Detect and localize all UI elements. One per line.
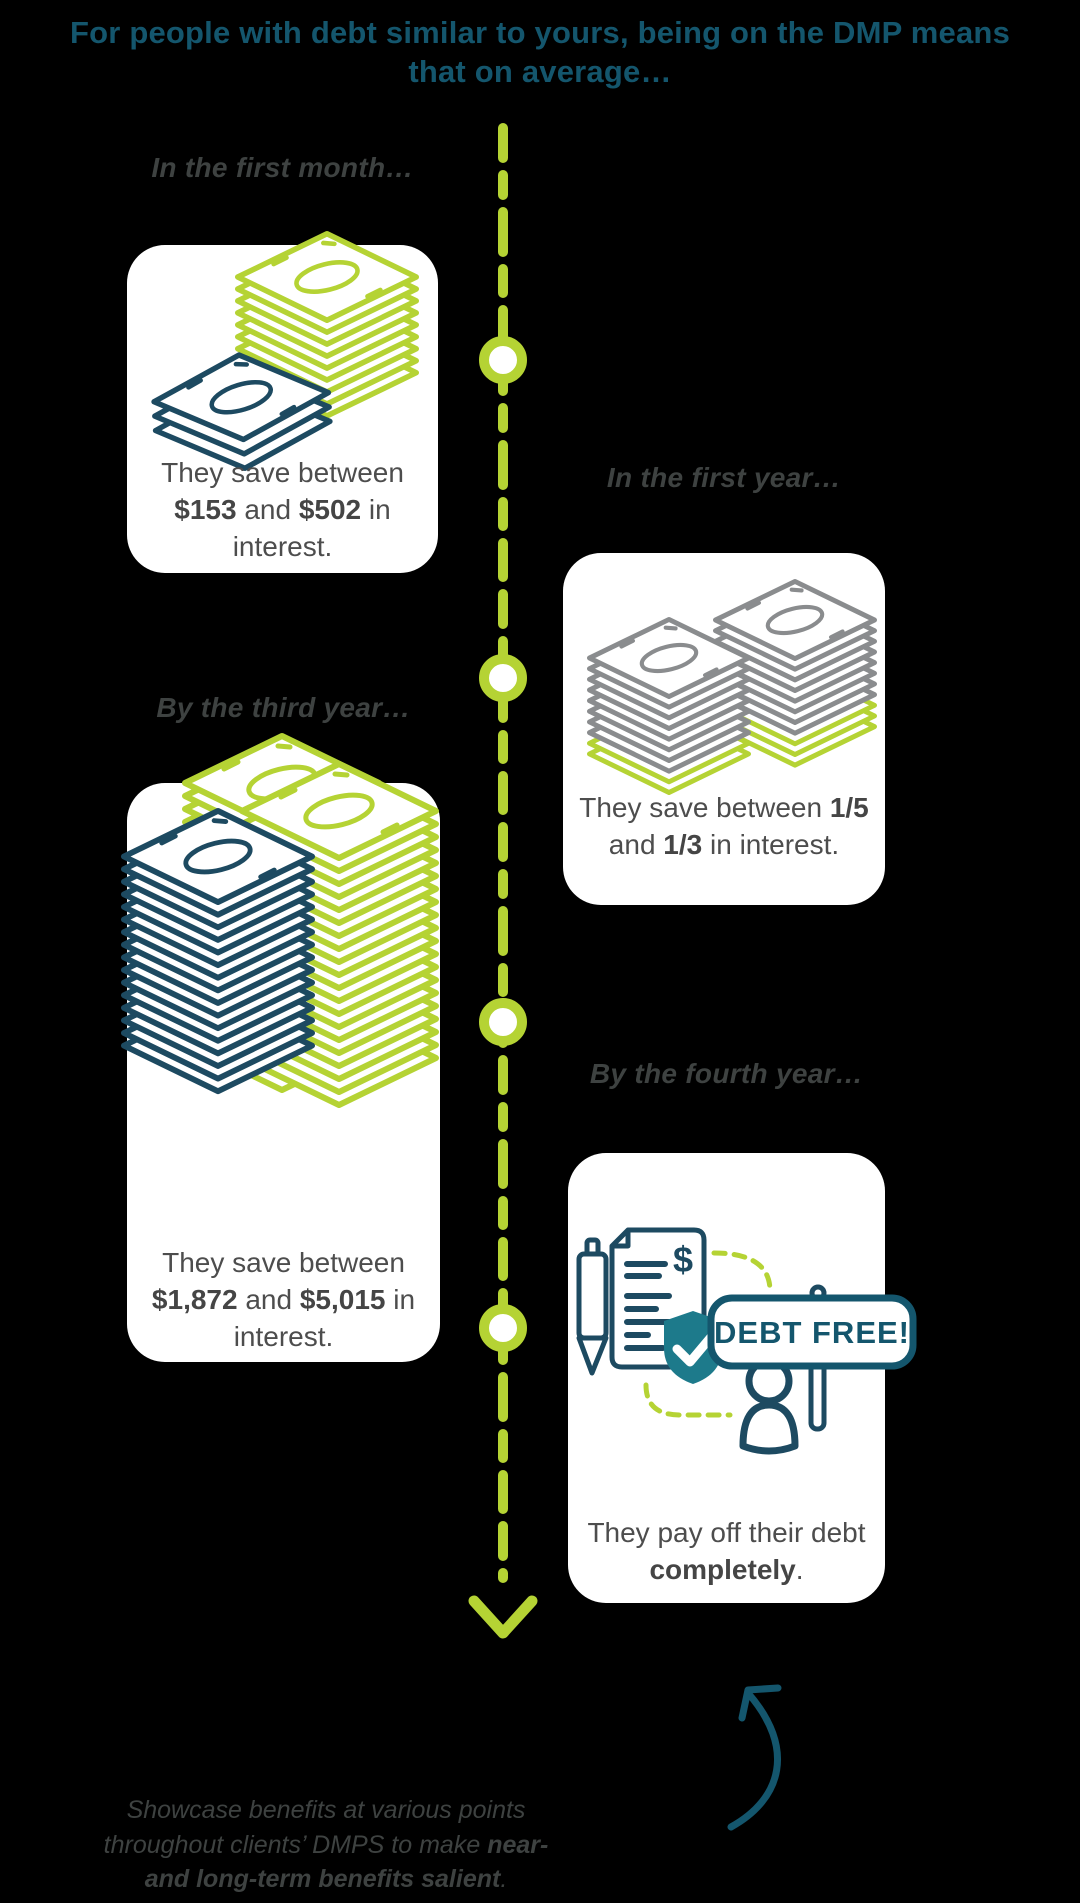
dashed-connector-icon bbox=[643, 1250, 773, 1418]
benefit-text: They save between $1,872 and $5,015 in i… bbox=[151, 1247, 416, 1352]
timeline-node-1 bbox=[479, 336, 527, 384]
benefit-text: They save between $153 and $502 in inter… bbox=[161, 457, 404, 562]
debt-free-illustration: $ DEBT FREE! bbox=[576, 1227, 917, 1455]
pen-icon bbox=[576, 1237, 609, 1376]
benefit-card-fourth-year: $ DEBT FREE! They pay bbox=[568, 1153, 917, 1603]
timeline-node-2 bbox=[479, 654, 527, 702]
benefit-card-first-year: They save between 1/5 and 1/3 in interes… bbox=[563, 553, 885, 905]
debt-free-sign: DEBT FREE! bbox=[707, 1294, 917, 1370]
person-icon bbox=[739, 1357, 799, 1455]
benefit-text: They pay off their debt completely. bbox=[587, 1517, 866, 1585]
step-label-fourth-year: By the fourth year… bbox=[589, 1058, 864, 1089]
benefit-card-first-month: They save between $153 and $502 in inter… bbox=[127, 245, 438, 573]
timeline-node-3 bbox=[479, 998, 527, 1046]
dollar-sign-icon: $ bbox=[673, 1239, 693, 1280]
curved-arrow-icon bbox=[727, 1684, 782, 1831]
step-label-first-month: In the first month… bbox=[151, 152, 414, 183]
benefit-text: They save between 1/5 and 1/3 in interes… bbox=[579, 792, 869, 860]
timeline-node-4 bbox=[479, 1304, 527, 1352]
page-title: For people with debt similar to yours, b… bbox=[69, 15, 1011, 89]
step-label-first-year: In the first year… bbox=[606, 462, 842, 493]
footnote: Showcase benefits at various points thro… bbox=[103, 1796, 549, 1893]
timeline-arrowhead-icon bbox=[468, 1595, 538, 1639]
benefit-card-third-year: They save between $1,872 and $5,015 in i… bbox=[127, 783, 440, 1362]
money-stack-icon bbox=[127, 229, 438, 479]
tall-money-stacks-icon bbox=[127, 733, 440, 1213]
debt-free-sign-label: DEBT FREE! bbox=[714, 1315, 910, 1350]
step-label-third-year: By the third year… bbox=[156, 692, 411, 723]
